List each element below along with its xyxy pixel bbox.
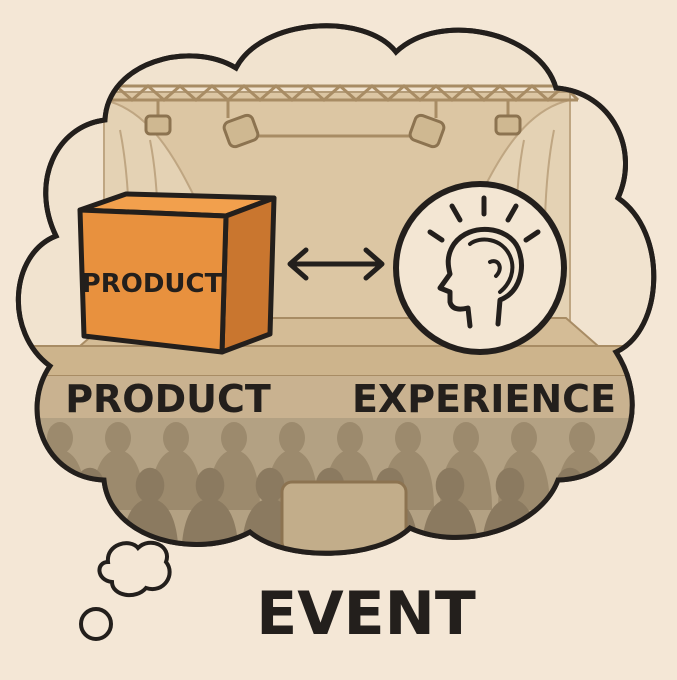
audience-member-head — [255, 467, 285, 503]
audience-member-head — [163, 422, 189, 454]
label-product: PRODUCT — [65, 377, 271, 421]
audience-member-head — [18, 467, 45, 503]
head-silhouette-icon — [437, 227, 524, 329]
audience-member-head — [195, 467, 225, 503]
audience-member-head — [453, 422, 479, 454]
audience-member-head — [221, 422, 247, 454]
audience-member-head — [435, 467, 465, 503]
audience-member-head — [495, 467, 525, 503]
audience-member-body — [601, 498, 654, 554]
audience — [18, 418, 654, 554]
audience-member-head — [395, 422, 421, 454]
box-label: PRODUCT — [82, 269, 223, 299]
audience-member-head — [105, 422, 131, 454]
idea-rays — [427, 195, 541, 243]
audience-member-head — [555, 467, 585, 503]
box-front — [77, 207, 229, 355]
audience-member-head — [511, 422, 537, 454]
audience-member-head — [337, 422, 363, 454]
label-event: EVENT — [256, 579, 476, 649]
double-headed-arrow-icon — [287, 247, 385, 281]
audience-member-head — [279, 422, 305, 454]
audience-member-head — [135, 467, 165, 503]
audience-member-head — [47, 422, 73, 454]
spotlight-icon — [144, 113, 522, 149]
product-box: PRODUCT — [77, 191, 277, 355]
lighting-truss — [99, 83, 580, 138]
audience-member-body — [18, 498, 59, 554]
audience-member-body — [150, 450, 202, 510]
thought-bubble-medium — [97, 540, 172, 598]
audience-member-head — [569, 422, 595, 454]
label-experience: EXPERIENCE — [352, 377, 616, 421]
thought-bubble-small — [79, 607, 113, 641]
audience-member-body — [614, 450, 654, 510]
experience-icon — [393, 181, 567, 355]
box-side — [219, 195, 277, 355]
audience-member-head — [615, 467, 645, 503]
audience-member-body — [541, 498, 599, 554]
thought-trail — [79, 540, 172, 641]
